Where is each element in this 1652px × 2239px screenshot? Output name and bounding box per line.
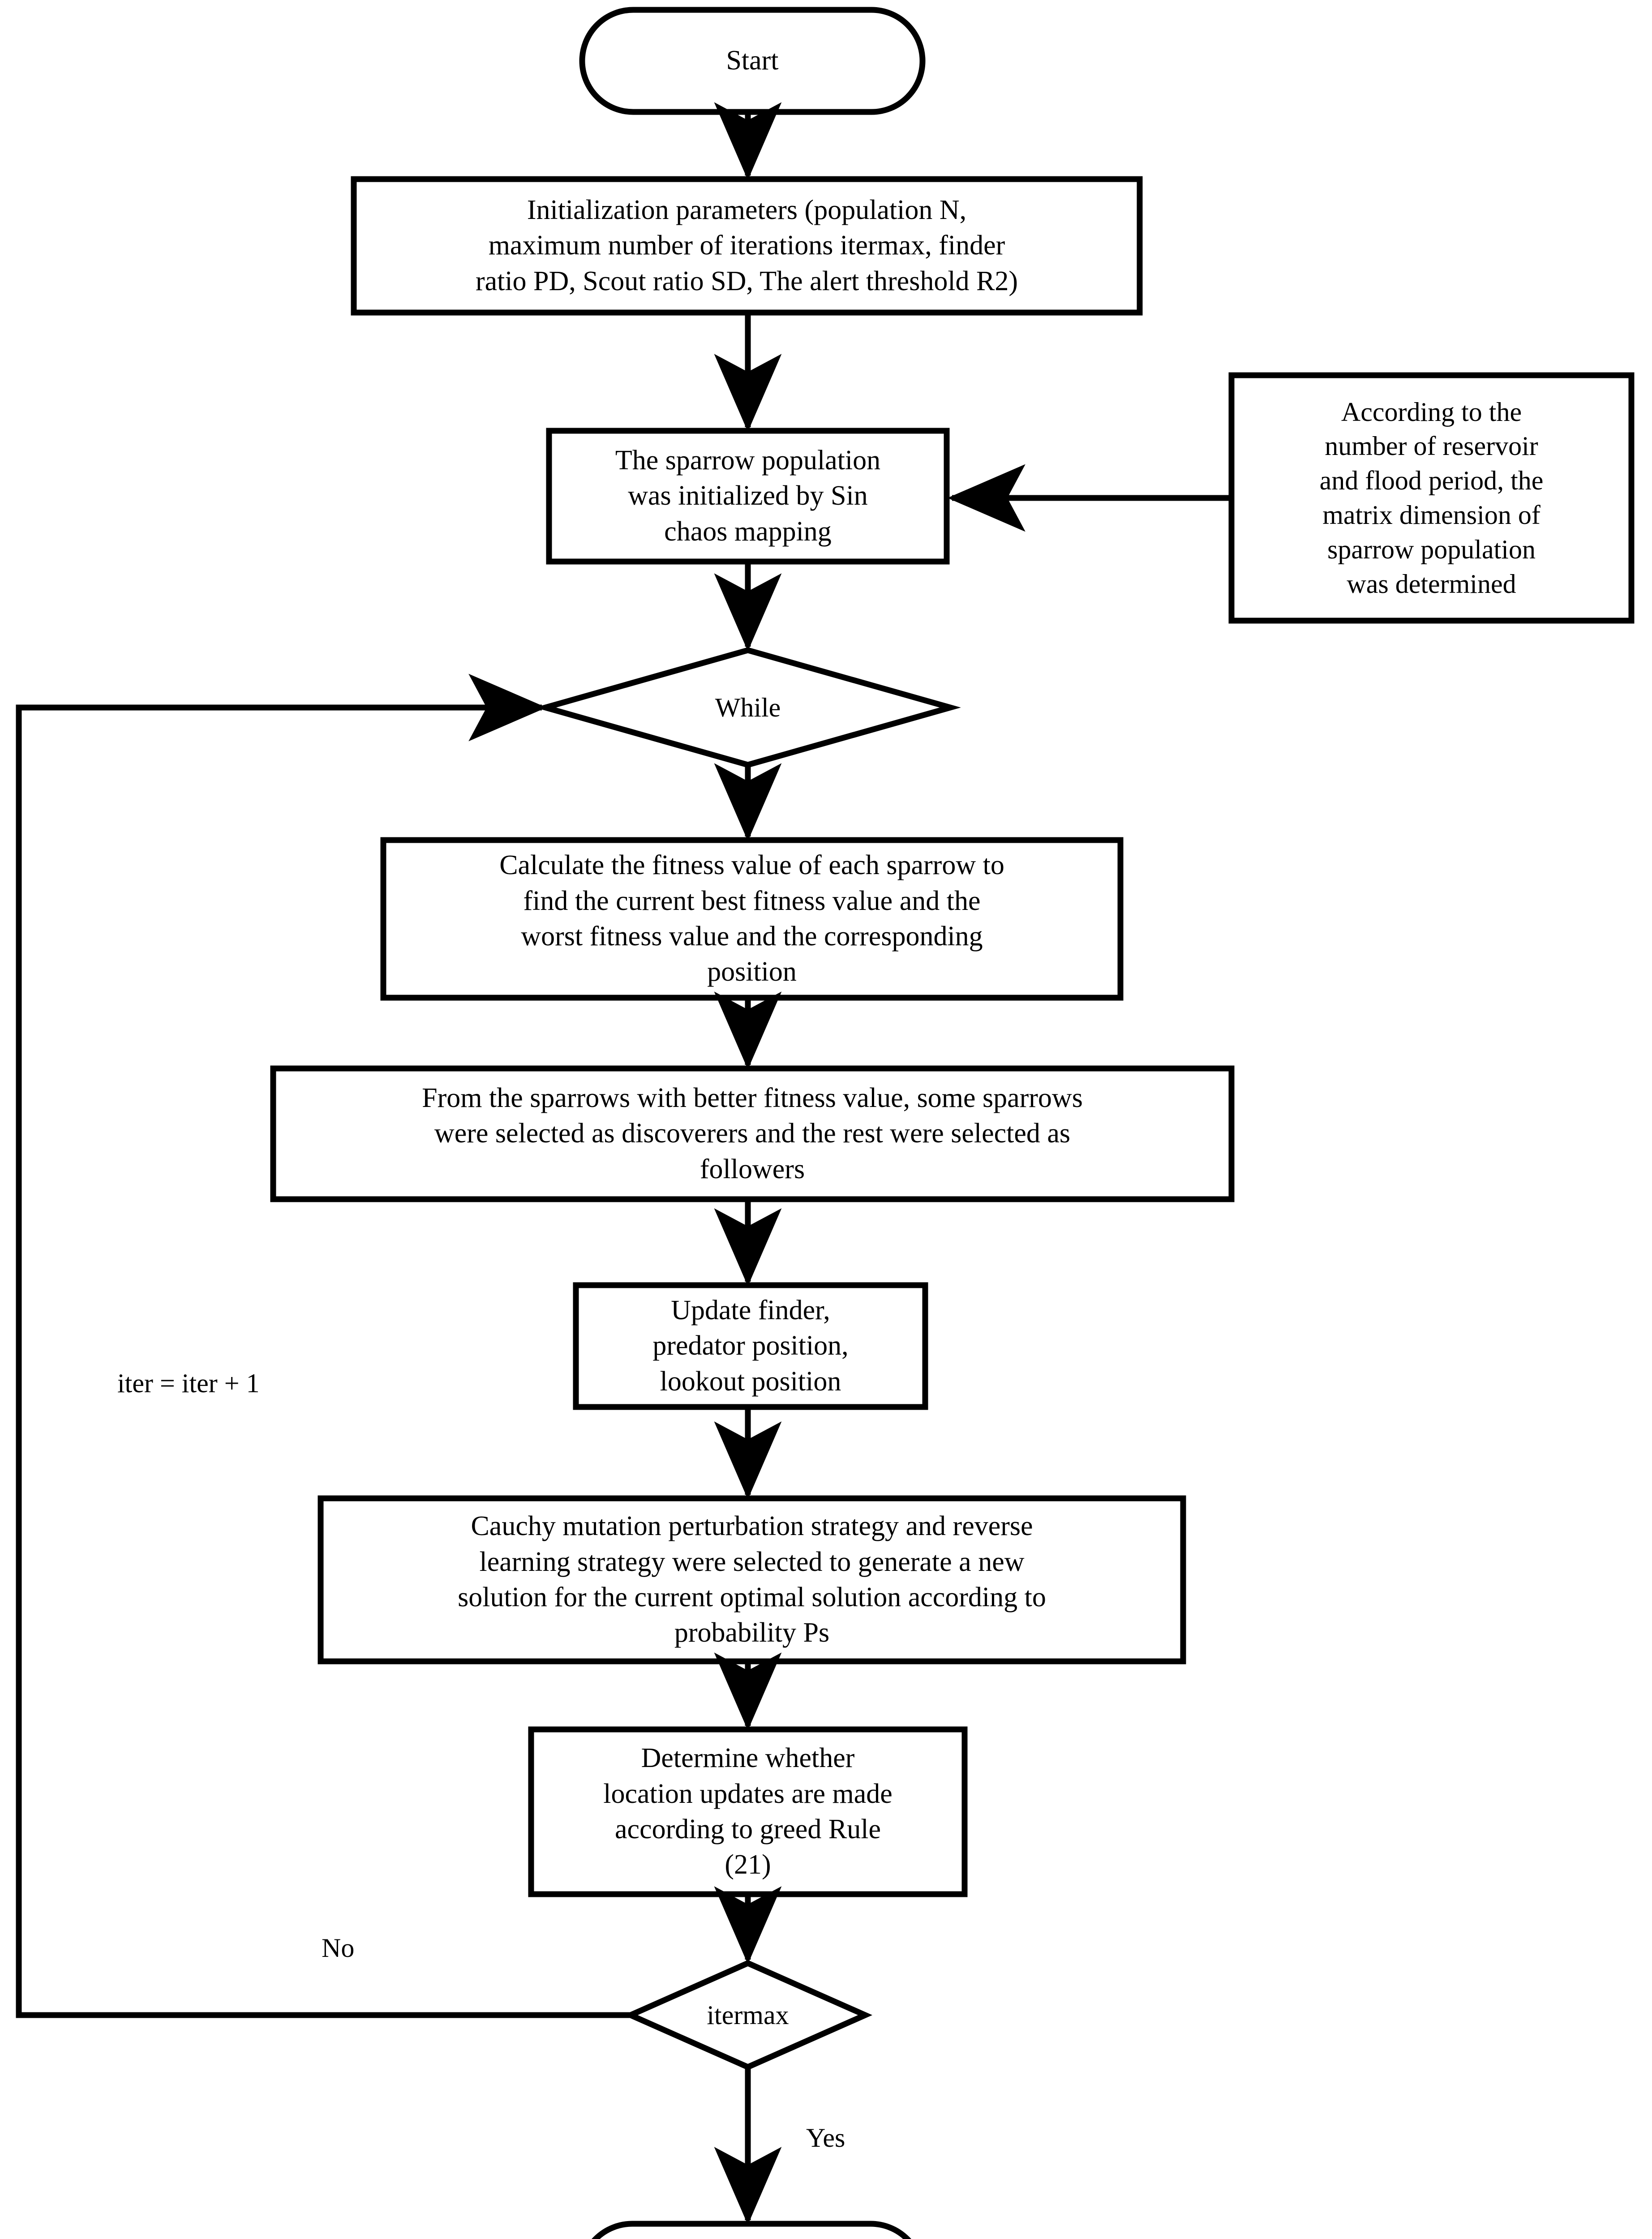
start-shape (579, 7, 926, 115)
calculate-fitness-shape (380, 837, 1124, 1001)
itermax-decision-shape (623, 1960, 873, 2071)
greed-rule-shape (528, 1726, 968, 1897)
reservoir-note-shape (1228, 372, 1635, 624)
select-discoverers-shape (270, 1065, 1235, 1202)
cauchy-mutation-shape (318, 1495, 1186, 1664)
edge-itermax-no-loopback-to-while (16, 673, 631, 2018)
sparrow-init-shape (546, 428, 950, 565)
program-end-shape (592, 2221, 911, 2239)
init-parameters-shape (351, 176, 1143, 316)
update-positions-shape (573, 1282, 928, 1410)
node-shapes (270, 7, 1635, 2239)
while-decision-shape (535, 647, 961, 768)
connector-arrows (16, 102, 1231, 2225)
